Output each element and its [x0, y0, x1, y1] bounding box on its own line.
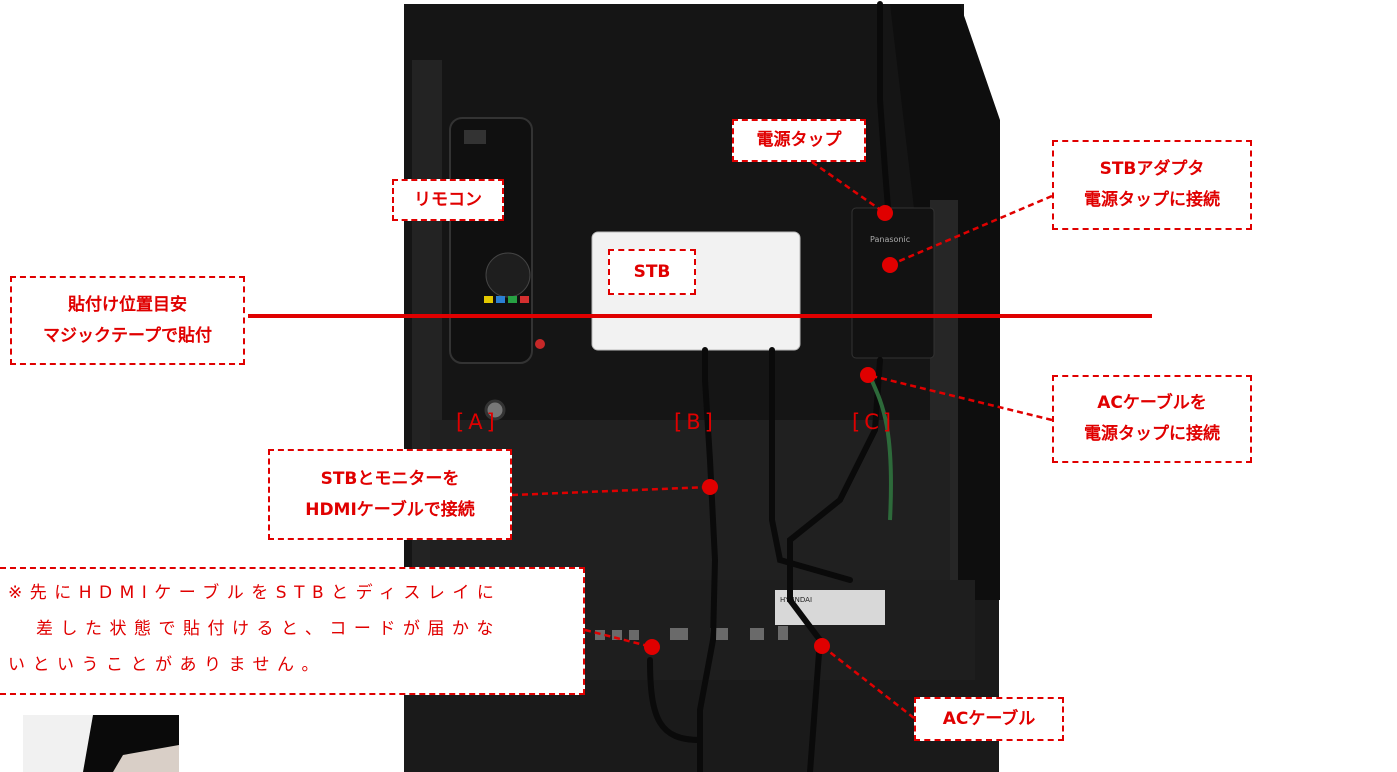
remote-label: リモコン	[392, 179, 504, 221]
stb-label: STB	[608, 249, 696, 295]
bracket-c: [C]	[852, 410, 896, 434]
monitor-back-photo: HYUNDAI Panasonic	[400, 0, 1000, 772]
bracket-b: [B]	[674, 410, 717, 434]
ac-cable-label: ACケーブル	[914, 697, 1064, 741]
ac-cable-connect-label: ACケーブルを 電源タップに接続	[1052, 375, 1252, 463]
placement-guide-line	[248, 314, 1152, 318]
thumbnail-image	[23, 715, 179, 772]
note-line-2: 差した状態で貼付けると、コードが届かな	[36, 619, 501, 639]
hdmi-connect-label: STBとモニターを HDMIケーブルで接続	[268, 449, 512, 540]
power-adapter: Panasonic	[851, 207, 935, 359]
adapter-brand-text: Panasonic	[870, 235, 910, 244]
bracket-a: [A]	[456, 410, 499, 434]
placement-guide-label: 貼付け位置目安 マジックテープで貼付	[10, 276, 245, 365]
note-line-1: ※先にHDMIケーブルをSTBとディスレイに	[8, 583, 502, 603]
note-line-3: いということがありません。	[8, 655, 326, 675]
note-box: ※先にHDMIケーブルをSTBとディスレイに 差した状態で貼付けると、コードが届…	[0, 567, 585, 695]
power-strip-label: 電源タップ	[732, 119, 866, 162]
stb-adapter-label: STBアダプタ 電源タップに接続	[1052, 140, 1252, 230]
monitor-brand-text: HYUNDAI	[780, 596, 812, 604]
remote-control	[449, 117, 545, 364]
